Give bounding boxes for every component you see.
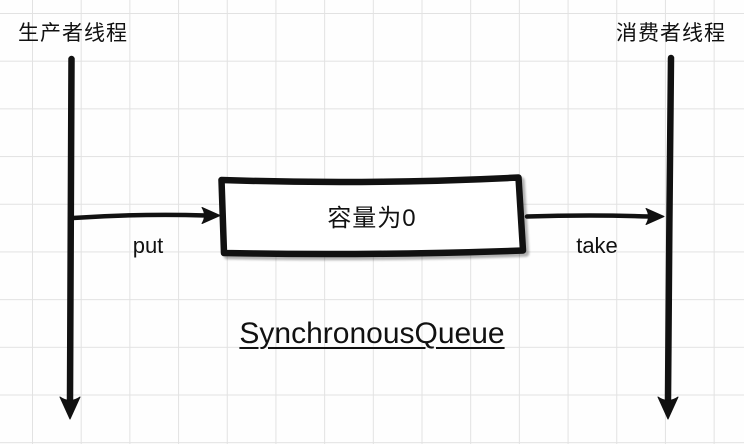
put-arrowhead-icon (201, 207, 221, 224)
producer-timeline-line (66, 55, 75, 403)
producer-thread-label: 生产者线程 (18, 22, 128, 45)
queue-box-label: 容量为0 (327, 205, 417, 232)
consumer-thread-label: 消费者线程 (616, 22, 726, 45)
consumer-timeline-arrowhead-icon (657, 396, 679, 420)
consumer-timeline-line (664, 54, 675, 403)
put-arrow-line (70, 212, 209, 221)
take-arrowhead-icon (645, 208, 665, 225)
diagram-title: SynchronousQueue (239, 317, 505, 350)
queue-box (218, 174, 527, 258)
producer-timeline-arrowhead-icon (59, 396, 81, 420)
take-arrow-line (524, 213, 653, 219)
put-operation-label: put (132, 233, 164, 258)
take-operation-label: take (576, 233, 618, 258)
